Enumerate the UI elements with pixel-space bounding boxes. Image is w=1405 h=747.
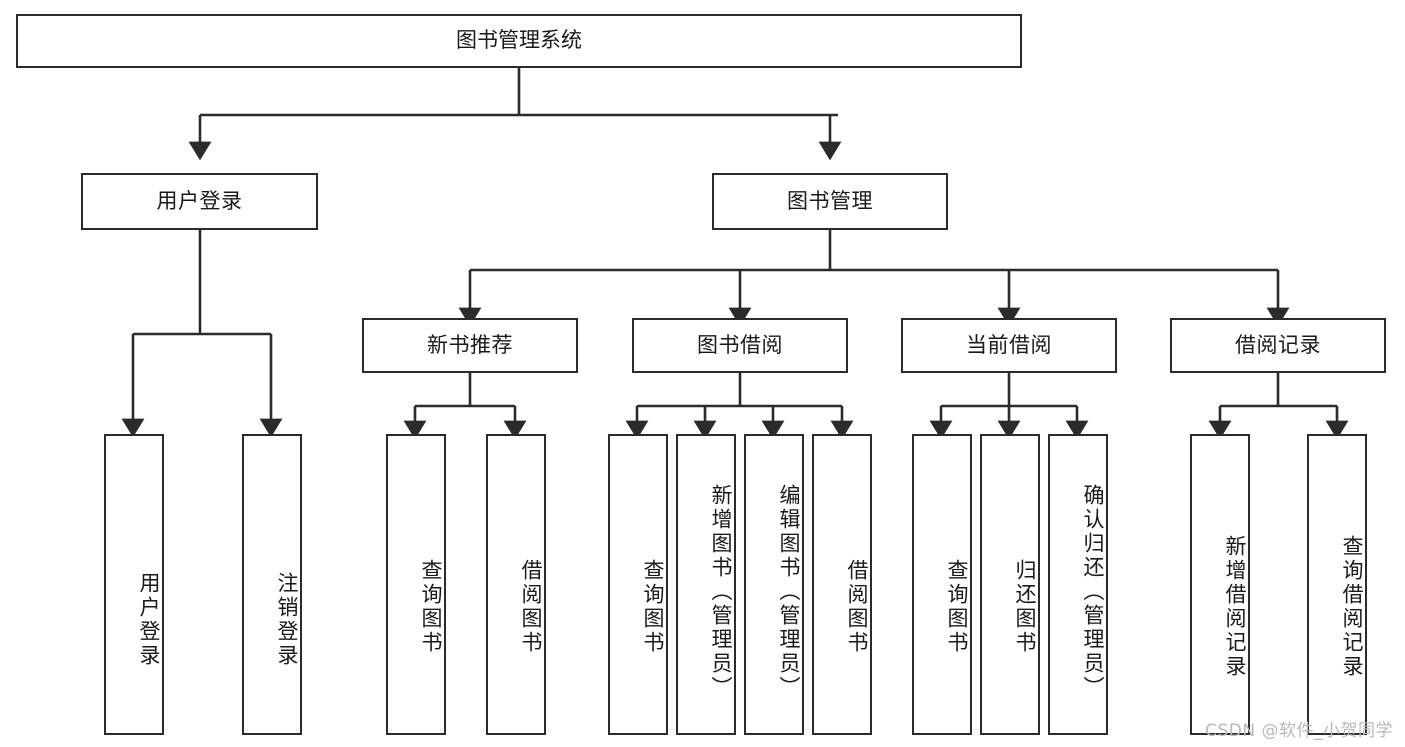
node-book-management[interactable]: 图书管理 [712, 173, 948, 230]
leaf-edit-book-admin-label: 编辑图书（管理员） [777, 483, 801, 700]
leaf-confirm-return-admin[interactable]: 确认归还（管理员） [1048, 434, 1108, 735]
node-root-system[interactable]: 图书管理系统 [16, 14, 1022, 68]
leaf-query-book-current-label: 查询图书 [945, 558, 969, 655]
node-book-management-label: 图书管理 [787, 188, 873, 213]
leaf-user-logout[interactable]: 注销登录 [242, 434, 302, 735]
leaf-user-login[interactable]: 用户登录 [104, 434, 164, 735]
watermark: CSDN @软件_小贺同学 [1205, 721, 1393, 741]
node-current-borrow[interactable]: 当前借阅 [901, 318, 1117, 373]
leaf-return-book-label: 归还图书 [1013, 558, 1037, 655]
leaf-query-book-borrow-label: 查询图书 [641, 558, 665, 655]
node-new-book-recommend[interactable]: 新书推荐 [362, 318, 578, 373]
leaf-borrow-book[interactable]: 借阅图书 [812, 434, 872, 735]
leaf-return-book[interactable]: 归还图书 [980, 434, 1040, 735]
node-book-borrow-label: 图书借阅 [697, 332, 783, 357]
leaf-add-borrow-record[interactable]: 新增借阅记录 [1190, 434, 1250, 735]
node-user-login-label: 用户登录 [156, 188, 243, 213]
leaf-query-book-current[interactable]: 查询图书 [912, 434, 972, 735]
node-book-borrow[interactable]: 图书借阅 [632, 318, 848, 373]
leaf-query-book-borrow[interactable]: 查询图书 [608, 434, 668, 735]
leaf-user-logout-label: 注销登录 [275, 571, 299, 668]
node-current-borrow-label: 当前借阅 [966, 332, 1052, 357]
leaf-query-book-new[interactable]: 查询图书 [386, 434, 446, 735]
leaf-user-login-label: 用户登录 [137, 571, 161, 668]
node-root-label: 图书管理系统 [456, 28, 582, 53]
leaf-add-book-admin-label: 新增图书（管理员） [709, 483, 733, 700]
leaf-edit-book-admin[interactable]: 编辑图书（管理员） [744, 434, 804, 735]
leaf-query-borrow-record[interactable]: 查询借阅记录 [1307, 434, 1367, 735]
leaf-borrow-book-label: 借阅图书 [845, 558, 869, 655]
node-borrow-record[interactable]: 借阅记录 [1170, 318, 1386, 373]
leaf-confirm-return-admin-label: 确认归还（管理员） [1081, 483, 1105, 700]
leaf-borrow-book-new-label: 借阅图书 [519, 558, 543, 655]
node-user-login[interactable]: 用户登录 [81, 173, 318, 230]
node-borrow-record-label: 借阅记录 [1235, 332, 1321, 357]
leaf-query-book-new-label: 查询图书 [419, 558, 443, 655]
leaf-query-borrow-record-label: 查询借阅记录 [1340, 534, 1364, 679]
leaf-add-borrow-record-label: 新增借阅记录 [1223, 534, 1247, 679]
leaf-add-book-admin[interactable]: 新增图书（管理员） [676, 434, 736, 735]
leaf-borrow-book-new[interactable]: 借阅图书 [486, 434, 546, 735]
node-new-book-recommend-label: 新书推荐 [427, 332, 513, 357]
